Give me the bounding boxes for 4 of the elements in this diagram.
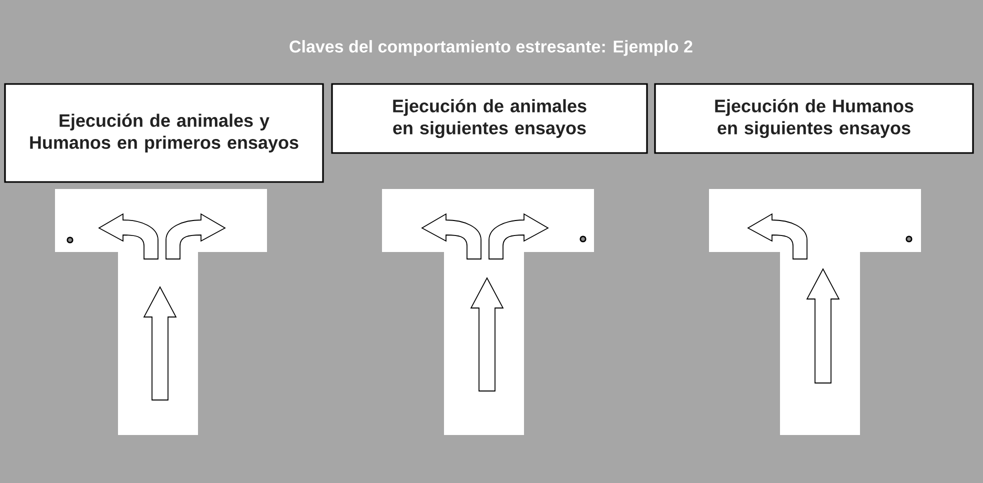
title-box: Ejecución de animales en siguientes ensayos [331,83,648,154]
title-box: Ejecución de Humanos en siguientes ensayos [654,83,974,154]
title-box: Ejecución de animales y Humanos en primeros ensayos [4,83,324,183]
title: Claves del comportamiento estresante: Ejemplo 2 [290,40,692,56]
